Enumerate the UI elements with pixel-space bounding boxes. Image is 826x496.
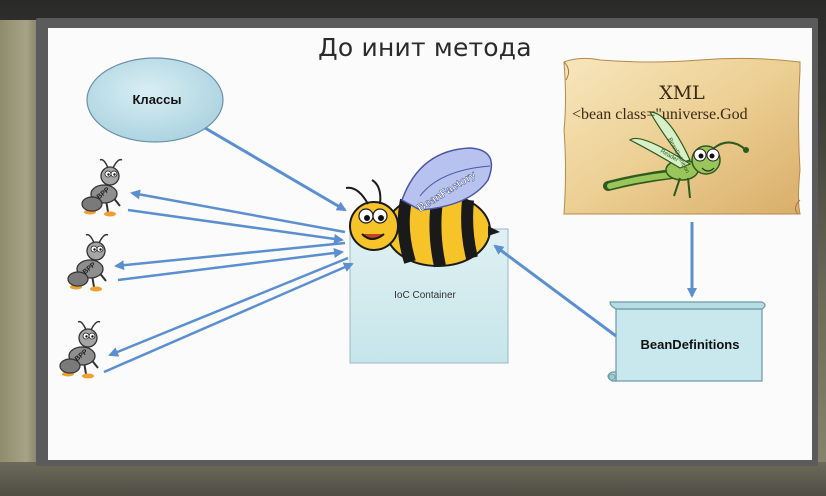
bpp-ant-icon: BPP [81, 158, 123, 217]
arrow-factory-to-bpp-2 [114, 241, 346, 271]
ioc-container-label: IoC Container [394, 290, 456, 301]
bean-definitions-label: BeanDefinitions [640, 337, 740, 352]
classes-ellipse[interactable] [86, 57, 224, 143]
bpp-ants: BPP BPP BPP [59, 158, 123, 379]
arrow-classes-to-factory [204, 126, 347, 212]
bean-definitions-scroll[interactable] [607, 301, 766, 382]
bpp-ant-icon: BPP [67, 233, 109, 292]
arrow-bpp-2-to-factory [117, 248, 344, 282]
arrow-definitions-to-factory [493, 244, 617, 338]
bpp-ant-icon: BPP [59, 320, 101, 379]
xml-code-label: <bean class="universe.God [572, 106, 748, 123]
xml-parchment [563, 57, 801, 215]
xml-title-label: XML [659, 82, 705, 104]
classes-label: Классы [132, 92, 182, 107]
arrow-factory-to-bpp-3 [108, 256, 349, 357]
arrow-factory-to-bpp-1 [130, 189, 346, 234]
arrow-bpp-1-to-factory [127, 208, 344, 244]
wall-bottom-edge [0, 462, 826, 496]
bean-factory-bee-icon[interactable]: BeanFactory [345, 147, 500, 268]
slide-title: До инит метода [318, 33, 532, 62]
arrow-bpp-3-to-factory [103, 262, 354, 374]
dragonfly-reader-icon: BeanDefinition Reader [603, 111, 749, 199]
